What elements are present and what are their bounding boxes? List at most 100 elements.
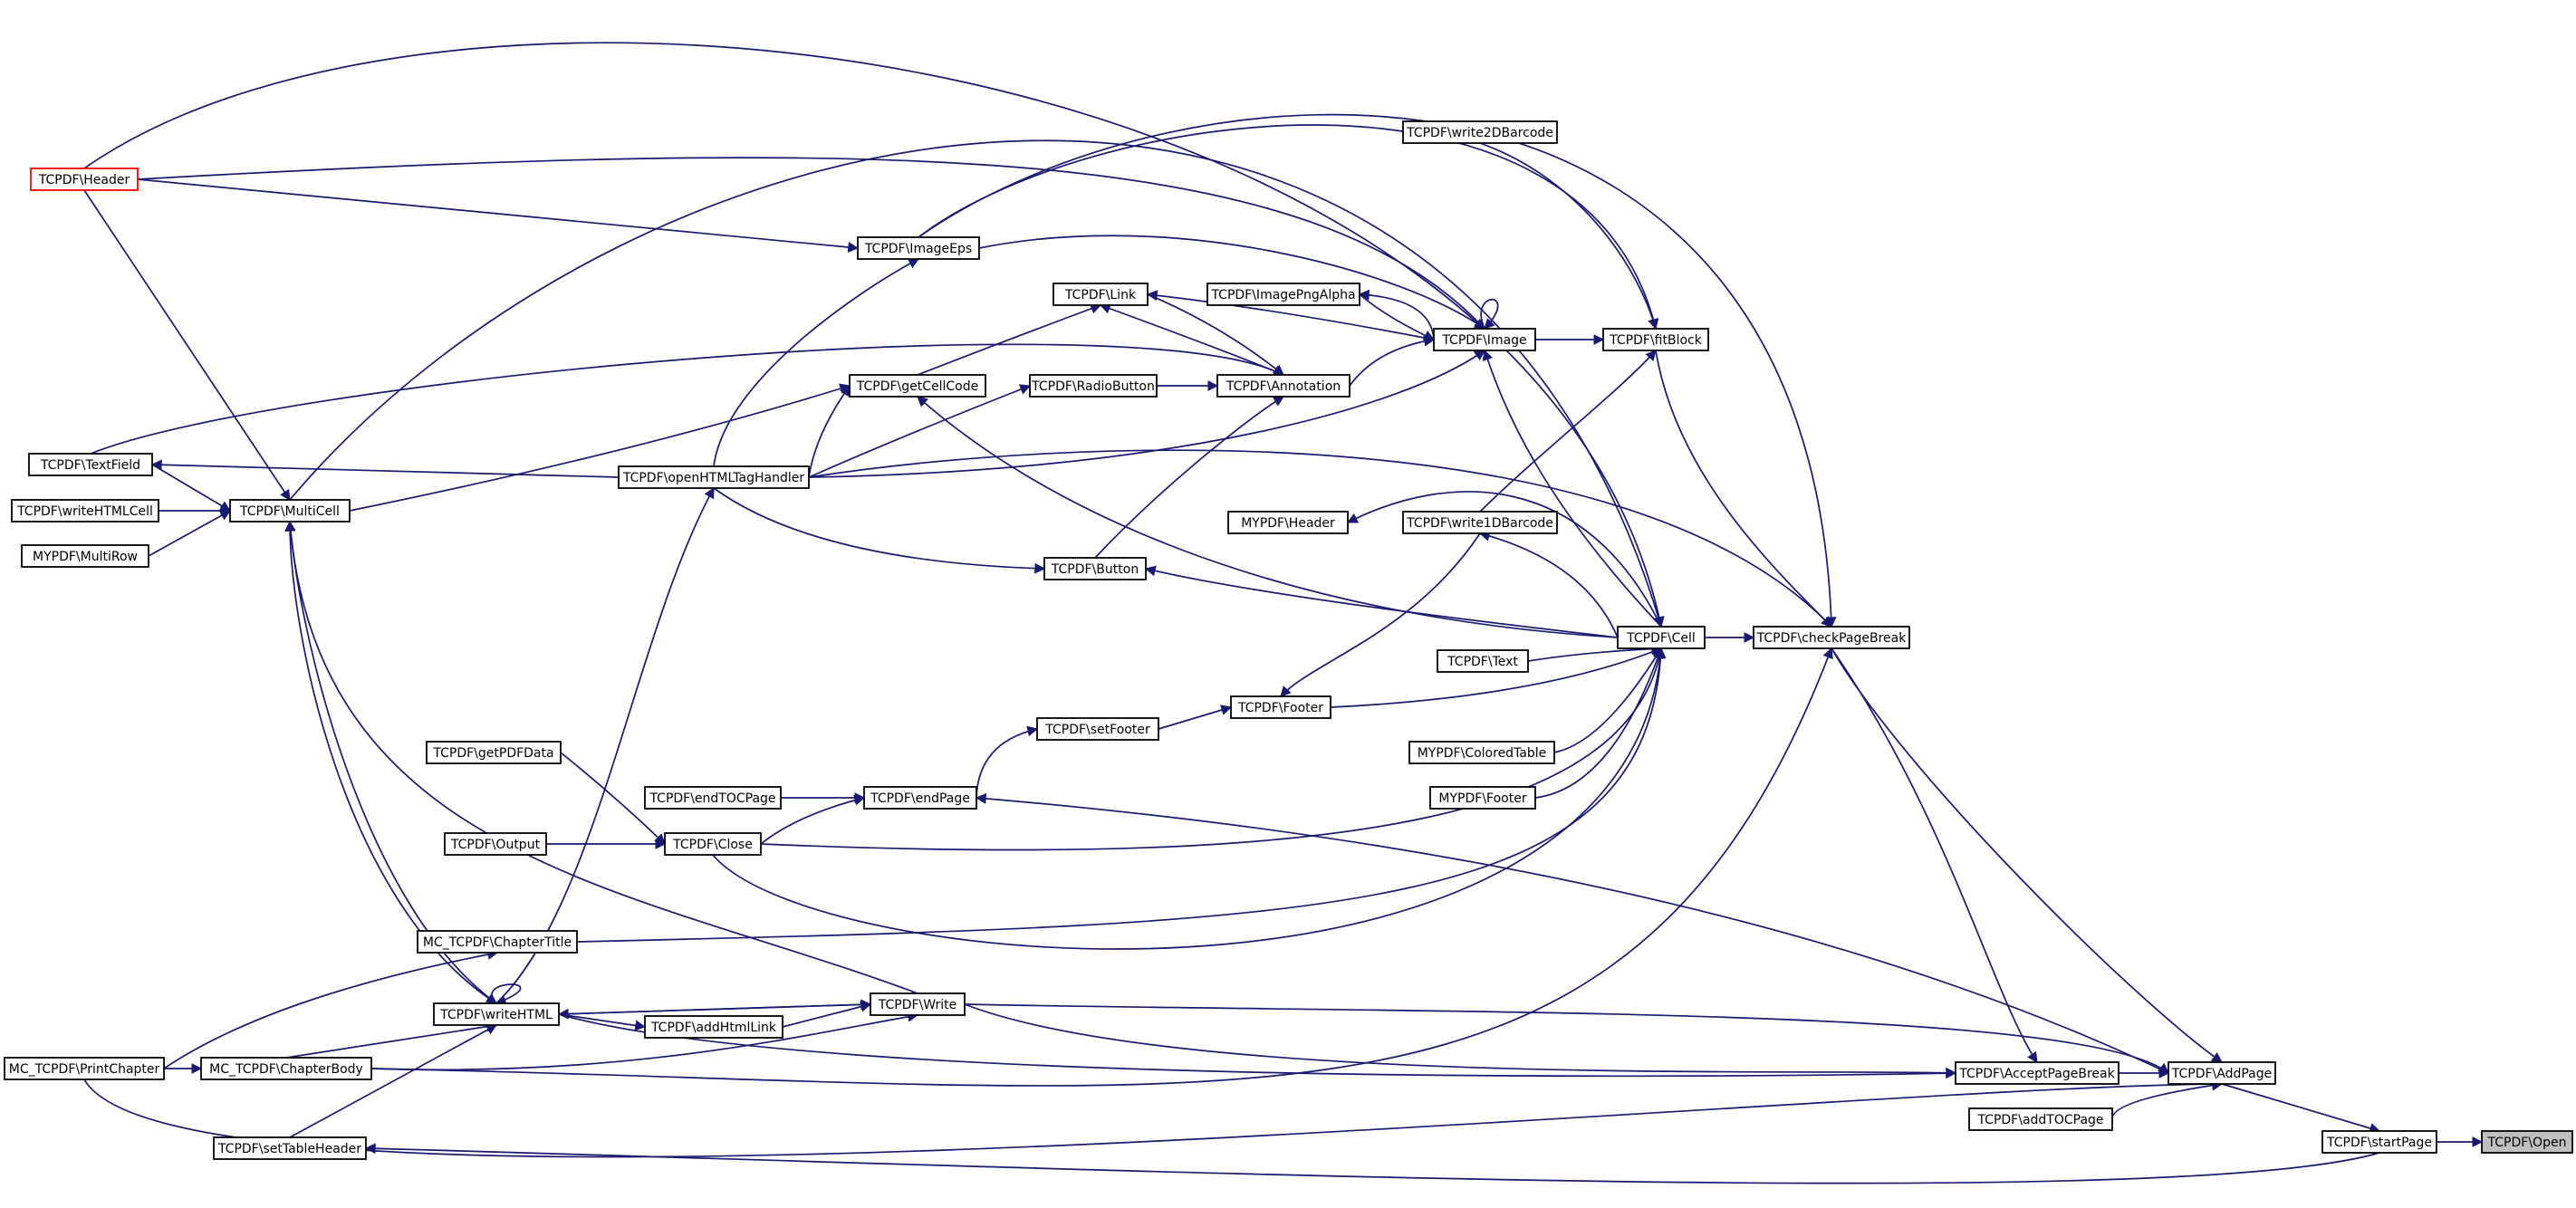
node-textField[interactable]: TCPDF\TextField: [28, 453, 153, 476]
node-write[interactable]: TCPDF\Write: [870, 992, 966, 1016]
node-header[interactable]: TCPDF\Header: [30, 168, 139, 191]
edge-mypdfColoredTable-to-cell: [1553, 647, 1662, 753]
node-cell[interactable]: TCPDF\Cell: [1617, 626, 1706, 649]
node-addTOCPage[interactable]: TCPDF\addTOCPage: [1968, 1107, 2113, 1131]
node-endTOCPage-box: [644, 786, 782, 810]
node-printChapter-box: [4, 1057, 165, 1080]
node-write2DBarcode[interactable]: TCPDF\write2DBarcode: [1402, 120, 1558, 144]
node-imageEps[interactable]: TCPDF\ImageEps: [857, 236, 980, 260]
node-link-label: TCPDF\Link: [1064, 288, 1137, 302]
node-close-label: TCPDF\Close: [672, 838, 753, 852]
edge-startPage-to-setTableHeader: [364, 1143, 2380, 1184]
node-multiCell-label: TCPDF\MultiCell: [239, 504, 340, 519]
node-writeHTML[interactable]: TCPDF\writeHTML: [433, 1002, 560, 1026]
edge-write1DBarcode-to-fitBlock: [1479, 350, 1657, 513]
node-acceptPageBreak-label: TCPDF\AcceptPageBreak: [1958, 1067, 2115, 1081]
nodes: TCPDF\OpenTCPDF\startPageTCPDF\AddPageTC…: [4, 120, 2573, 1160]
edge-cell-to-mypdfHeader: [1346, 491, 1662, 628]
node-setFooter-label: TCPDF\setFooter: [1044, 723, 1150, 737]
node-getCellCode[interactable]: TCPDF\getCellCode: [849, 374, 986, 398]
node-setFooter[interactable]: TCPDF\setFooter: [1036, 717, 1159, 741]
node-link[interactable]: TCPDF\Link: [1053, 283, 1149, 306]
node-header-box: [30, 168, 139, 191]
node-writeHTMLCell[interactable]: TCPDF\writeHTMLCell: [11, 499, 159, 523]
node-chapterTitle-box: [417, 930, 578, 954]
node-imageEps-label: TCPDF\ImageEps: [864, 242, 972, 256]
node-mypdfHeader[interactable]: MYPDF\Header: [1227, 511, 1349, 534]
node-endPage-box: [863, 786, 977, 810]
node-open[interactable]: TCPDF\Open: [2481, 1130, 2573, 1154]
node-setTableHeader[interactable]: TCPDF\setTableHeader: [213, 1136, 367, 1160]
edge-multiCell-to-getCellCode: [349, 383, 851, 512]
node-mypdfFooter[interactable]: MYPDF\Footer: [1429, 786, 1536, 810]
node-output[interactable]: TCPDF\Output: [444, 832, 547, 856]
node-writeHTML-box: [433, 1002, 560, 1026]
node-checkPageBreak[interactable]: TCPDF\checkPageBreak: [1753, 626, 1910, 649]
node-chapterTitle[interactable]: MC_TCPDF\ChapterTitle: [417, 930, 578, 954]
node-button[interactable]: TCPDF\Button: [1043, 557, 1147, 580]
node-write1DBarcode-label: TCPDF\write1DBarcode: [1406, 516, 1553, 531]
node-openHTMLTagHandler-box: [618, 465, 810, 489]
node-write1DBarcode[interactable]: TCPDF\write1DBarcode: [1402, 511, 1558, 534]
edge-write1DBarcode-to-footer: [1280, 532, 1481, 697]
node-mypdfColoredTable[interactable]: MYPDF\ColoredTable: [1408, 741, 1555, 764]
node-acceptPageBreak[interactable]: TCPDF\AcceptPageBreak: [1955, 1061, 2119, 1085]
node-endTOCPage[interactable]: TCPDF\endTOCPage: [644, 786, 782, 810]
node-button-label: TCPDF\Button: [1051, 562, 1139, 577]
node-write-label: TCPDF\Write: [878, 998, 956, 1012]
node-openHTMLTagHandler[interactable]: TCPDF\openHTMLTagHandler: [618, 465, 810, 489]
node-text[interactable]: TCPDF\Text: [1437, 649, 1529, 673]
edge-cell-to-button: [1144, 565, 1619, 638]
node-startPage-label: TCPDF\startPage: [2326, 1136, 2432, 1150]
node-mypdfMultiRow[interactable]: MYPDF\MultiRow: [21, 544, 149, 568]
edge-openHTMLTagHandler-to-getCellCode: [808, 385, 851, 478]
edge-chapterBody-to-checkPageBreak: [370, 647, 1833, 1087]
edge-write-to-addPage: [964, 1003, 2169, 1074]
node-image[interactable]: TCPDF\Image: [1433, 328, 1536, 351]
node-fitBlock-box: [1602, 328, 1709, 351]
node-endTOCPage-label: TCPDF\endTOCPage: [649, 791, 775, 806]
node-startPage[interactable]: TCPDF\startPage: [2321, 1130, 2437, 1154]
edge-chapterTitle-to-cell: [576, 647, 1667, 943]
node-footer-label: TCPDF\Footer: [1237, 701, 1323, 715]
edge-imageEps-to-checkPageBreak: [918, 113, 1837, 628]
edge-checkPageBreak-to-acceptPageBreak: [1831, 647, 2038, 1063]
node-radioButton[interactable]: TCPDF\RadioButton: [1029, 374, 1158, 398]
node-addPage-box: [2167, 1061, 2276, 1085]
node-imageEps-box: [857, 236, 980, 260]
edge-printChapter-to-addPage: [83, 1079, 2224, 1158]
node-close[interactable]: TCPDF\Close: [664, 832, 762, 856]
node-endPage-label: TCPDF\endPage: [870, 791, 970, 806]
node-image-label: TCPDF\Image: [1441, 333, 1526, 348]
node-addHtmlLink[interactable]: TCPDF\addHtmlLink: [644, 1015, 783, 1039]
node-fitBlock-label: TCPDF\fitBlock: [1609, 333, 1703, 348]
edge-close-to-cell: [760, 647, 1665, 851]
edge-openHTMLTagHandler-to-image: [808, 350, 1485, 478]
node-imagePngAlpha[interactable]: TCPDF\ImagePngAlpha: [1206, 283, 1360, 306]
node-chapterBody[interactable]: MC_TCPDF\ChapterBody: [200, 1057, 372, 1080]
node-mypdfFooter-box: [1429, 786, 1536, 810]
node-addPage[interactable]: TCPDF\AddPage: [2167, 1061, 2276, 1085]
node-writeHTMLCell-box: [11, 499, 159, 523]
node-addTOCPage-box: [1968, 1107, 2113, 1131]
node-mypdfHeader-box: [1227, 511, 1349, 534]
node-getPDFData-box: [426, 741, 562, 764]
node-multiCell[interactable]: TCPDF\MultiCell: [229, 499, 351, 523]
node-checkPageBreak-box: [1753, 626, 1910, 649]
edges: [83, 42, 2484, 1184]
node-writeHTML-label: TCPDF\writeHTML: [439, 1008, 553, 1022]
node-printChapter[interactable]: MC_TCPDF\PrintChapter: [4, 1057, 165, 1080]
node-endPage[interactable]: TCPDF\endPage: [863, 786, 977, 810]
node-footer[interactable]: TCPDF\Footer: [1230, 695, 1331, 719]
edge-checkPageBreak-to-addPage: [1831, 647, 2223, 1063]
edge-openHTMLTagHandler-to-radioButton: [808, 384, 1032, 478]
node-annotation-box: [1216, 374, 1350, 398]
edge-header-to-image: [137, 157, 1485, 330]
node-fitBlock[interactable]: TCPDF\fitBlock: [1602, 328, 1709, 351]
edge-addPage-to-endPage: [975, 792, 2169, 1074]
edge-textField-to-multiCell: [151, 464, 232, 512]
node-getPDFData[interactable]: TCPDF\getPDFData: [426, 741, 562, 764]
node-annotation[interactable]: TCPDF\Annotation: [1216, 374, 1350, 398]
edge-image-to-link: [1146, 290, 1435, 340]
edge-cell-to-write1DBarcode: [1478, 531, 1619, 638]
